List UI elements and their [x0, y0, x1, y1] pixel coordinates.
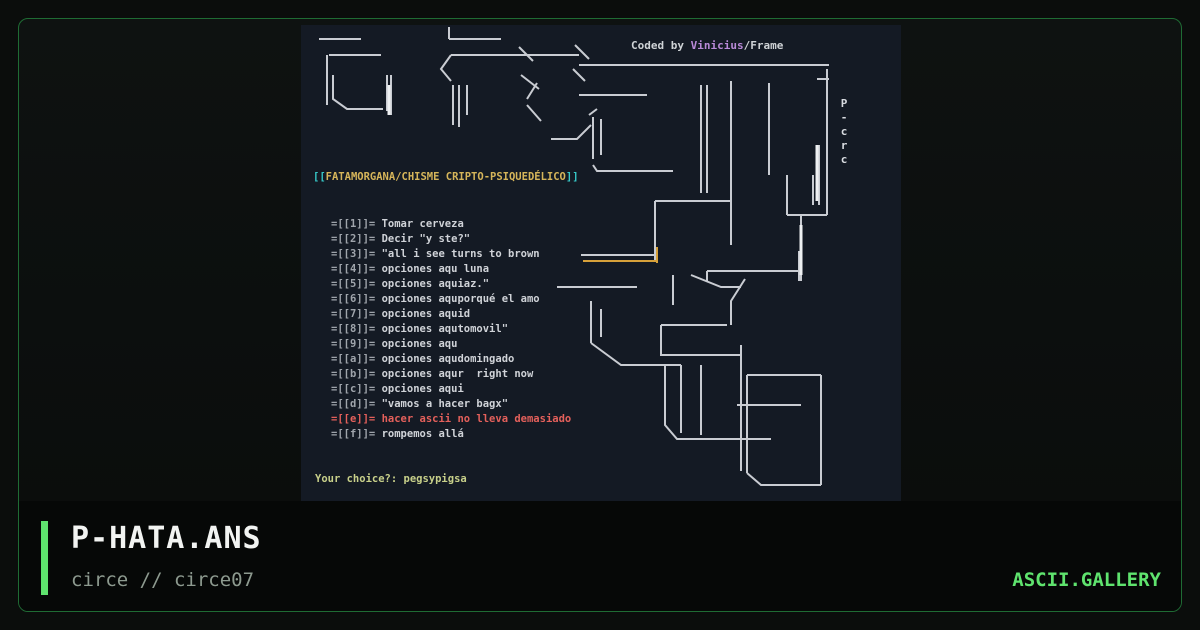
menu-option: =[[3]]= "all i see turns to brown [331, 248, 540, 260]
ascii-line-art [319, 27, 829, 486]
menu-option-highlighted: =[[e]]= hacer ascii no lleva demasiado [331, 413, 572, 425]
menu-header: [[FATAMORGANA/CHISME CRIPTO-PSIQUEDÉLICO… [313, 171, 579, 183]
accent-bar [41, 521, 48, 595]
menu-option: =[[d]]= "vamos a hacer bagx" [331, 398, 509, 410]
choice-menu: =[[1]]= Tomar cerveza =[[2]]= Decir "y s… [331, 217, 571, 442]
ansi-artwork: Coded by Vinicius/Frame P - c r c [[FATA… [301, 25, 901, 501]
choice-prompt: Your choice?: pegsypigsa [315, 473, 467, 485]
menu-option: =[[7]]= opciones aquid [331, 308, 471, 320]
site-brand: ASCII.GALLERY [1012, 569, 1161, 591]
menu-option: =[[2]]= Decir "y ste?" [331, 233, 471, 245]
menu-option: =[[5]]= opciones aquiaz." [331, 278, 490, 290]
menu-option: =[[f]]= rompemos allá [331, 428, 464, 440]
card-footer: P-HATA.ANS circe // circe07 ASCII.GALLER… [19, 501, 1181, 611]
artist-credit: circe // circe07 [71, 569, 255, 591]
menu-option: =[[a]]= opciones aqudomingado [331, 353, 515, 365]
credit-nickname: Vinicius [690, 39, 744, 52]
card-frame: Coded by Vinicius/Frame P - c r c [[FATA… [18, 18, 1182, 612]
menu-option: =[[9]]= opciones aqu [331, 338, 458, 350]
menu-option: =[[6]]= opciones aquporqué el amo [331, 293, 540, 305]
artwork-credit: Coded by Vinicius/Frame [631, 39, 784, 52]
menu-option: =[[c]]= opciones aqui [331, 383, 464, 395]
vertical-title: P - c r c [840, 97, 848, 166]
menu-option: =[[1]]= Tomar cerveza [331, 218, 464, 230]
menu-option: =[[4]]= opciones aqu luna [331, 263, 490, 275]
menu-option: =[[8]]= opciones aqutomovil" [331, 323, 509, 335]
artwork-title: P-HATA.ANS [71, 521, 262, 556]
menu-option: =[[b]]= opciones aqur right now [331, 368, 534, 380]
